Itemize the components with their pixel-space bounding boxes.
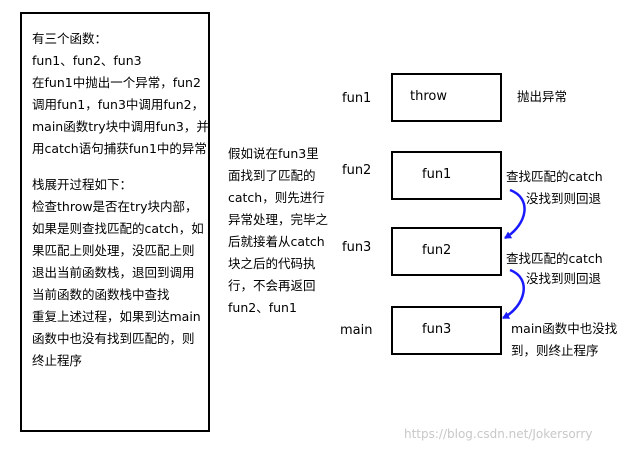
frame-box-label: fun3 <box>422 322 452 337</box>
explanation-box: 有三个函数： fun1、fun2、fun3 在fun1中抛出一个异常，fun2 … <box>20 12 210 432</box>
process-line: 栈展开过程如下： <box>32 177 133 192</box>
stack-label-fun2: fun2 <box>342 163 372 178</box>
process-line: 重复上述过程，如果到达main <box>32 309 201 324</box>
arrow-fun1-to-fun2 <box>504 188 526 240</box>
note-line: 假如说在fun3里 <box>228 146 319 161</box>
intro-line: 用catch语句捕获fun1中的异常 <box>32 141 207 156</box>
stack-label-main: main <box>340 323 373 338</box>
note-line: 后就接着从catch <box>228 234 325 249</box>
intro-line: 在fun1中抛出一个异常，fun2 <box>32 75 201 90</box>
frame-box-fun3: fun3 <box>391 306 502 355</box>
note-line: 块之后的代码执 <box>228 256 316 271</box>
note-line: catch，则先进行 <box>228 190 325 205</box>
stack-label-fun3: fun3 <box>342 240 372 255</box>
process-line: 如果是则查找匹配的catch，如 <box>32 221 204 236</box>
note-line: 行，不会再返回 <box>228 278 316 293</box>
frame-box-fun2: fun2 <box>391 227 502 276</box>
frame-box-fun1: fun1 <box>391 151 502 200</box>
process-line: 退出当前函数栈，退回到调用 <box>32 265 195 280</box>
arrow-fun2-to-fun3 <box>502 268 525 320</box>
not-found-note-1: 没找到则回退 <box>526 191 602 206</box>
process-line: 终止程序 <box>32 353 83 368</box>
frame-box-label: fun1 <box>422 167 452 182</box>
frame-box-label: fun2 <box>422 243 452 258</box>
stack-label-fun1: fun1 <box>342 91 372 106</box>
note-line: 异常处理，完毕之 <box>228 212 329 227</box>
throw-note: 抛出异常 <box>517 89 568 104</box>
search-catch-note-1: 查找匹配的catch <box>506 169 603 184</box>
intro-line: 有三个函数： <box>32 31 108 46</box>
frame-box-throw: throw <box>391 73 502 122</box>
not-found-note-2: 没找到则回退 <box>526 271 602 286</box>
process-line: 检查throw是否在try块内部， <box>32 199 198 214</box>
search-catch-note-2: 查找匹配的catch <box>506 251 603 266</box>
watermark: https://blog.csdn.net/Jokersorry <box>404 427 593 441</box>
frame-box-label: throw <box>410 89 447 104</box>
catch-found-note: 假如说在fun3里 面找到了匹配的 catch，则先进行 异常处理，完毕之 后就… <box>228 143 358 319</box>
main-note-line2: 到，则终止程序 <box>511 343 599 358</box>
process-line: 当前函数的函数栈中查找 <box>32 287 170 302</box>
process-line: 果匹配上则处理，没匹配上则 <box>32 243 195 258</box>
process-line: 函数中也没有找到匹配的，则 <box>32 331 195 346</box>
intro-line: 调用fun1，fun3中调用fun2， <box>32 97 205 112</box>
note-line: 面找到了匹配的 <box>228 168 316 183</box>
intro-line: fun1、fun2、fun3 <box>32 53 142 68</box>
intro-line: main函数try块中调用fun3，并 <box>32 119 209 134</box>
intro-text: 有三个函数： fun1、fun2、fun3 在fun1中抛出一个异常，fun2 … <box>32 28 209 160</box>
process-text: 栈展开过程如下： 检查throw是否在try块内部， 如果是则查找匹配的catc… <box>32 174 204 372</box>
main-note-line1: main函数中也没找 <box>511 321 618 336</box>
note-line: fun2、fun1 <box>228 300 297 315</box>
